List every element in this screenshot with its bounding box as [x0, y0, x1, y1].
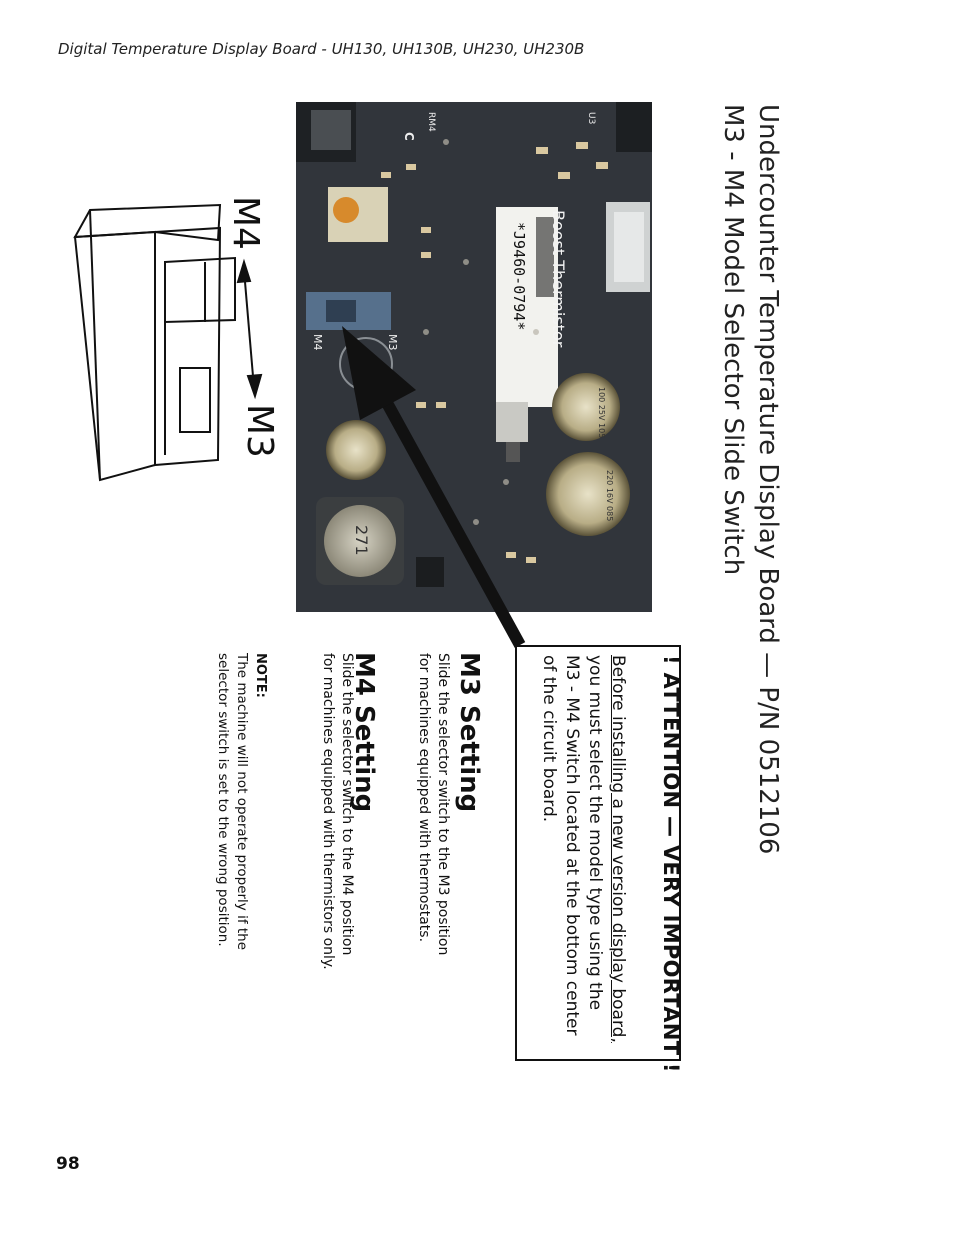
switch-label-m3: M3	[239, 404, 280, 458]
attention-box	[515, 645, 681, 1061]
attention-heading: ! ATTENTION — VERY IMPORTANT !	[659, 655, 683, 1073]
board-label-c: C	[402, 132, 416, 141]
board-label-u3: U3	[586, 112, 596, 125]
m3-setting-heading: M3 Setting	[454, 652, 484, 813]
board-label-boost-thermistor: Boost Thermistor	[549, 210, 568, 348]
board-inductor-code: 271	[352, 525, 371, 556]
board-label-m4: M4	[311, 334, 324, 351]
attention-line-3: M3 - M4 Switch located at the bottom cen…	[562, 655, 582, 1036]
note-heading: NOTE:	[253, 653, 268, 698]
page-subtitle: M3 - M4 Model Selector Slide Switch	[718, 104, 748, 576]
m3-setting-line-2: for machines equipped with thermostats.	[416, 653, 432, 943]
note-line-2: selector switch is set to the wrong posi…	[215, 653, 231, 947]
circuit-board-photo: Boost Thermistor *J9460-0794* 271 M3 M4 …	[296, 102, 652, 612]
board-sticker-code: *J9460-0794*	[510, 222, 528, 331]
note-line-1: The machine will not operate properly if…	[234, 653, 250, 951]
attention-line-4: of the circuit board.	[539, 655, 559, 823]
board-label-m3: M3	[386, 334, 399, 351]
page-header: Digital Temperature Display Board - UH13…	[58, 40, 585, 58]
board-label-rm4: RM4	[426, 112, 436, 132]
switch-label-m4: M4	[225, 196, 266, 250]
m3-setting-line-1: Slide the selector switch to the M3 posi…	[435, 653, 451, 956]
slide-switch-drawing	[73, 203, 236, 482]
board-cap-c11: 100 25V 105	[597, 387, 606, 439]
attention-line-2: you must select the model type using the	[585, 655, 605, 1011]
attention-line-1: Before installing a new version display …	[608, 655, 628, 1043]
page-number: 98	[56, 1154, 80, 1174]
switch-direction-arrow	[236, 258, 263, 400]
circuit-board-graphic	[296, 102, 652, 612]
m4-setting-line-1: Slide the selector switch to the M4 posi…	[339, 653, 355, 956]
m4-setting-line-2: for machines equipped with thermistors o…	[320, 653, 336, 970]
page-title: Undercounter Temperature Display Board —…	[753, 104, 783, 855]
board-cap-c12: 220 16V 085	[605, 470, 614, 522]
